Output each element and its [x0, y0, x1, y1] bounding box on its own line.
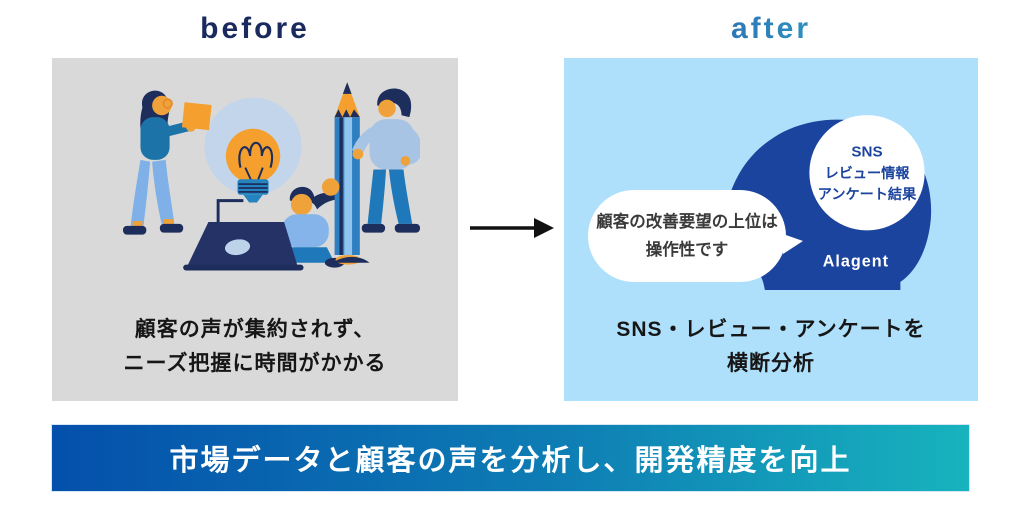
after-caption: SNS・レビュー・アンケートを 横断分析: [564, 313, 978, 401]
brain-text-line1: SNS: [851, 144, 882, 161]
before-caption-line1: 顧客の声が集約されず、: [134, 317, 376, 341]
after-caption-line1: SNS・レビュー・アンケートを: [616, 317, 926, 341]
before-title: before: [200, 12, 310, 45]
before-panel: 顧客の声が集約されず、 ニーズ把握に時間がかかる: [52, 58, 458, 401]
after-scene: SNS レビュー情報 アンケート結果 Alagent 顧客の改善要望の上位は 操…: [564, 58, 978, 308]
after-panel: SNS レビュー情報 アンケート結果 Alagent 顧客の改善要望の上位は 操…: [564, 58, 978, 401]
after-caption-line2: 横断分析: [727, 351, 815, 375]
head-brand-label: Alagent: [823, 253, 889, 271]
teamwork-illustration: [52, 58, 458, 302]
brain-text-line2: レビュー情報: [825, 165, 911, 181]
after-title: after: [564, 12, 978, 46]
arrow-right-icon: [470, 218, 554, 238]
before-caption: 顧客の声が集約されず、 ニーズ把握に時間がかかる: [52, 313, 458, 401]
summary-banner-text: 市場データと顧客の声を分析し、開発精度を向上: [169, 445, 852, 477]
summary-banner: 市場データと顧客の声を分析し、開発精度を向上: [51, 424, 970, 492]
brain-text-line3: アンケート結果: [818, 186, 917, 202]
speech-bubble-line1: 顧客の改善要望の上位は: [596, 212, 778, 231]
before-caption-line2: ニーズ把握に時間がかかる: [123, 351, 387, 375]
teamwork-illustration-icon: [123, 82, 420, 271]
speech-bubble-line2: 操作性です: [645, 241, 729, 259]
speech-bubble: 顧客の改善要望の上位は 操作性です: [588, 190, 803, 282]
